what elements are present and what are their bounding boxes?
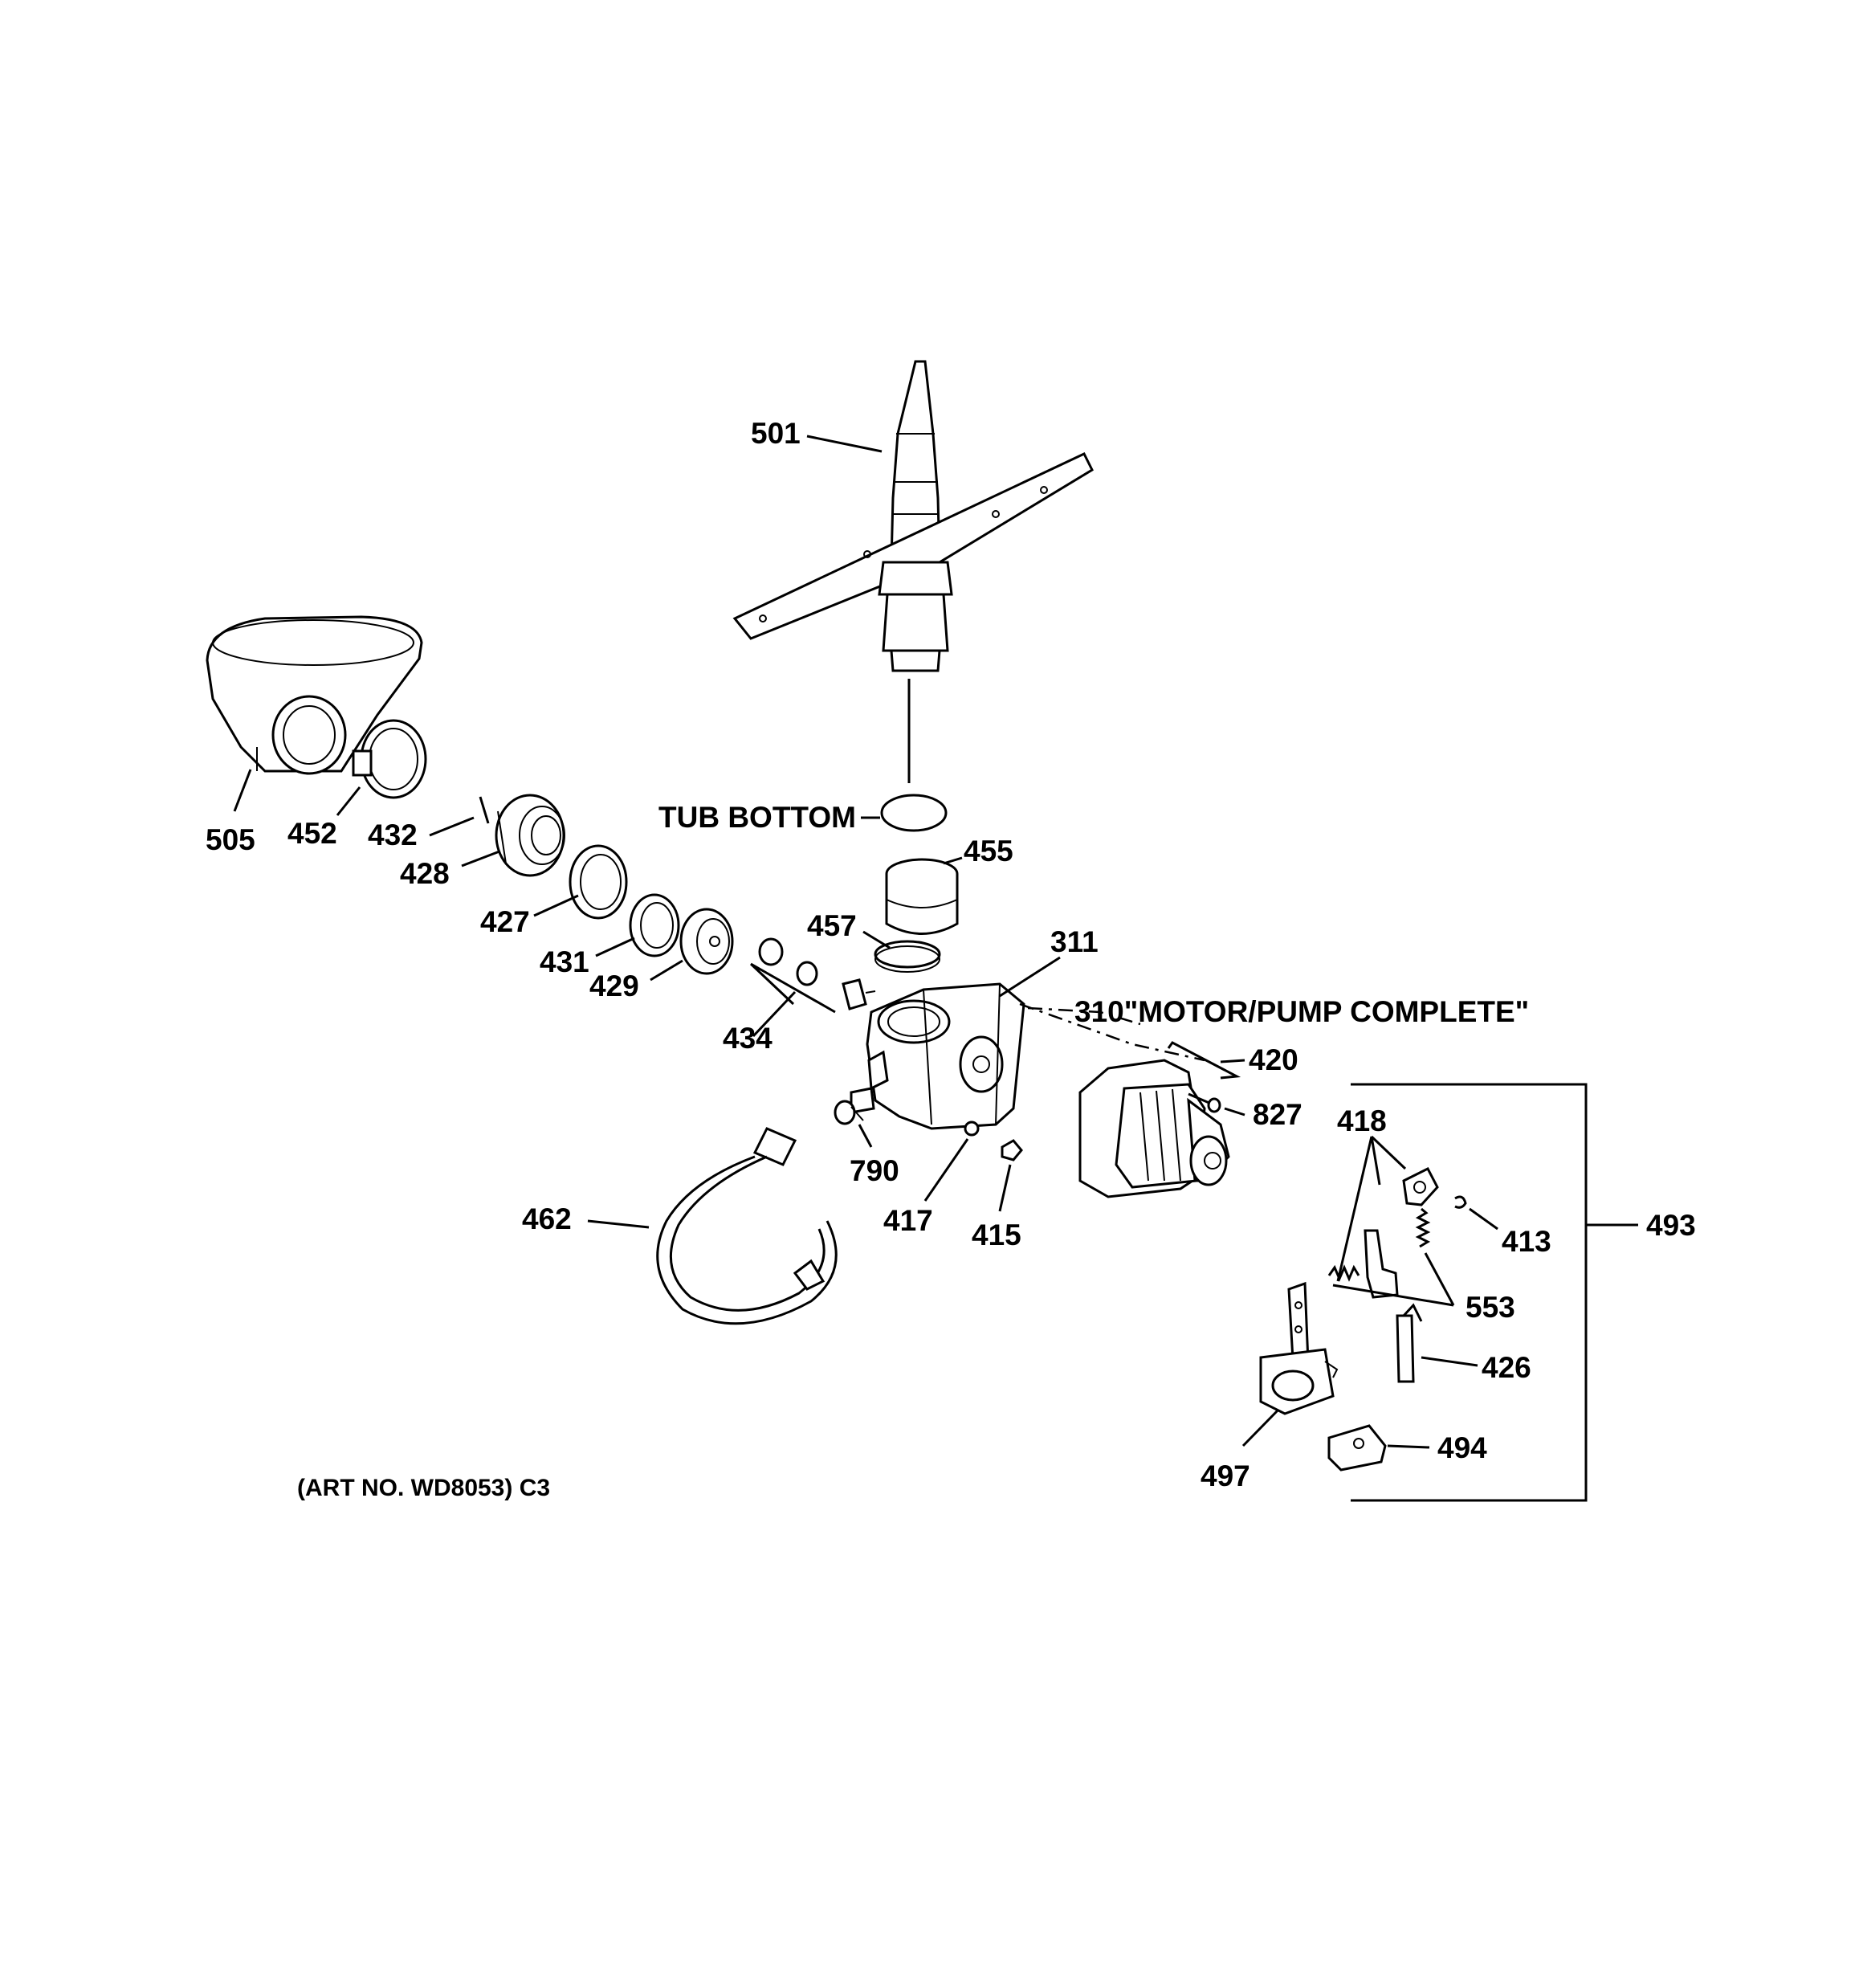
leader-415: [998, 1164, 1012, 1212]
spring-553-a: [1415, 1207, 1431, 1248]
leader-418: [1336, 1135, 1407, 1282]
spray-arm-501: [732, 360, 1094, 672]
tub-bottom-label: TUB BOTTOM: [658, 801, 856, 834]
label-434: 434: [723, 1022, 773, 1055]
label-426: 426: [1482, 1351, 1531, 1384]
clamp-ring-432: [352, 719, 427, 799]
leader-497: [1241, 1408, 1280, 1447]
sump-505: [206, 615, 423, 775]
cover-429: [679, 908, 734, 975]
kit-434: [749, 937, 876, 1014]
leader-420: [1220, 1059, 1245, 1063]
leader-505: [233, 769, 252, 812]
label-428: 428: [400, 857, 450, 890]
impeller-428: [495, 794, 565, 877]
leader-501: [806, 435, 883, 453]
label-418: 418: [1337, 1104, 1387, 1137]
label-415: 415: [972, 1219, 1021, 1251]
label-455: 455: [964, 835, 1013, 867]
label-420: 420: [1249, 1043, 1298, 1076]
clamp-457: [874, 940, 941, 973]
label-427: 427: [480, 905, 530, 938]
pump-housing-311: [850, 982, 1025, 1130]
art-number: (ART NO. WD8053) C3: [297, 1475, 550, 1501]
label-462: 462: [522, 1202, 572, 1235]
spring-553-b: [1327, 1264, 1360, 1282]
ring-431: [629, 893, 680, 957]
label-452: 452: [287, 817, 337, 850]
leader-462: [587, 1219, 650, 1229]
leader-413: [1469, 1207, 1498, 1231]
centerline-dashed: [1019, 1002, 1205, 1062]
seal-455: [885, 858, 959, 935]
label-827: 827: [1253, 1098, 1302, 1131]
leader-426: [1421, 1356, 1478, 1367]
wire-420: [1167, 1041, 1241, 1080]
leader-457: [862, 930, 891, 949]
ring-413: [1454, 1195, 1467, 1209]
label-505: 505: [206, 823, 255, 856]
leader-494: [1387, 1444, 1430, 1449]
label-553: 553: [1466, 1291, 1515, 1324]
leader-553: [1332, 1252, 1455, 1307]
label-311: 311: [1050, 925, 1099, 958]
part-418-b: [1364, 1229, 1399, 1299]
plunger-494: [1327, 1424, 1387, 1472]
leader-432: [429, 816, 475, 837]
leader-427: [533, 894, 579, 917]
washer-417: [964, 1121, 980, 1137]
bracket-dashed: [1027, 1006, 1141, 1026]
label-790: 790: [850, 1154, 899, 1187]
leader-431: [595, 937, 635, 957]
label-497: 497: [1201, 1459, 1250, 1492]
leader-429: [650, 959, 683, 982]
leader-790: [858, 1124, 873, 1148]
label-417: 417: [883, 1204, 933, 1237]
leader-452: [336, 786, 361, 816]
solenoid-bracket-497: [1259, 1281, 1339, 1415]
pin-426: [1396, 1303, 1423, 1383]
leader-434: [752, 990, 797, 1038]
leader-428: [461, 850, 500, 867]
ring-427: [569, 844, 628, 920]
leader-827: [1224, 1107, 1245, 1116]
label-432: 432: [368, 818, 418, 851]
label-431: 431: [540, 945, 589, 978]
label-493: 493: [1646, 1209, 1696, 1242]
label-457: 457: [807, 909, 857, 942]
motor-pump-complete-label: 310"MOTOR/PUMP COMPLETE": [1074, 995, 1529, 1028]
leader-311: [999, 956, 1061, 998]
clip-790: [834, 1100, 864, 1125]
label-429: 429: [589, 970, 639, 1002]
tub-bottom-ring: [880, 794, 948, 832]
leader-417: [923, 1138, 969, 1202]
screw-827: [1188, 1092, 1212, 1105]
motor: [1078, 1059, 1230, 1198]
leader-455: [943, 856, 963, 865]
hose-462: [656, 1127, 838, 1325]
label-413: 413: [1502, 1225, 1551, 1258]
nut-415: [1001, 1139, 1023, 1161]
label-501: 501: [751, 417, 801, 450]
label-494: 494: [1437, 1431, 1487, 1464]
part-418-a: [1402, 1166, 1439, 1206]
bracket-493: [1351, 1083, 1588, 1502]
screw-432: [479, 796, 490, 824]
